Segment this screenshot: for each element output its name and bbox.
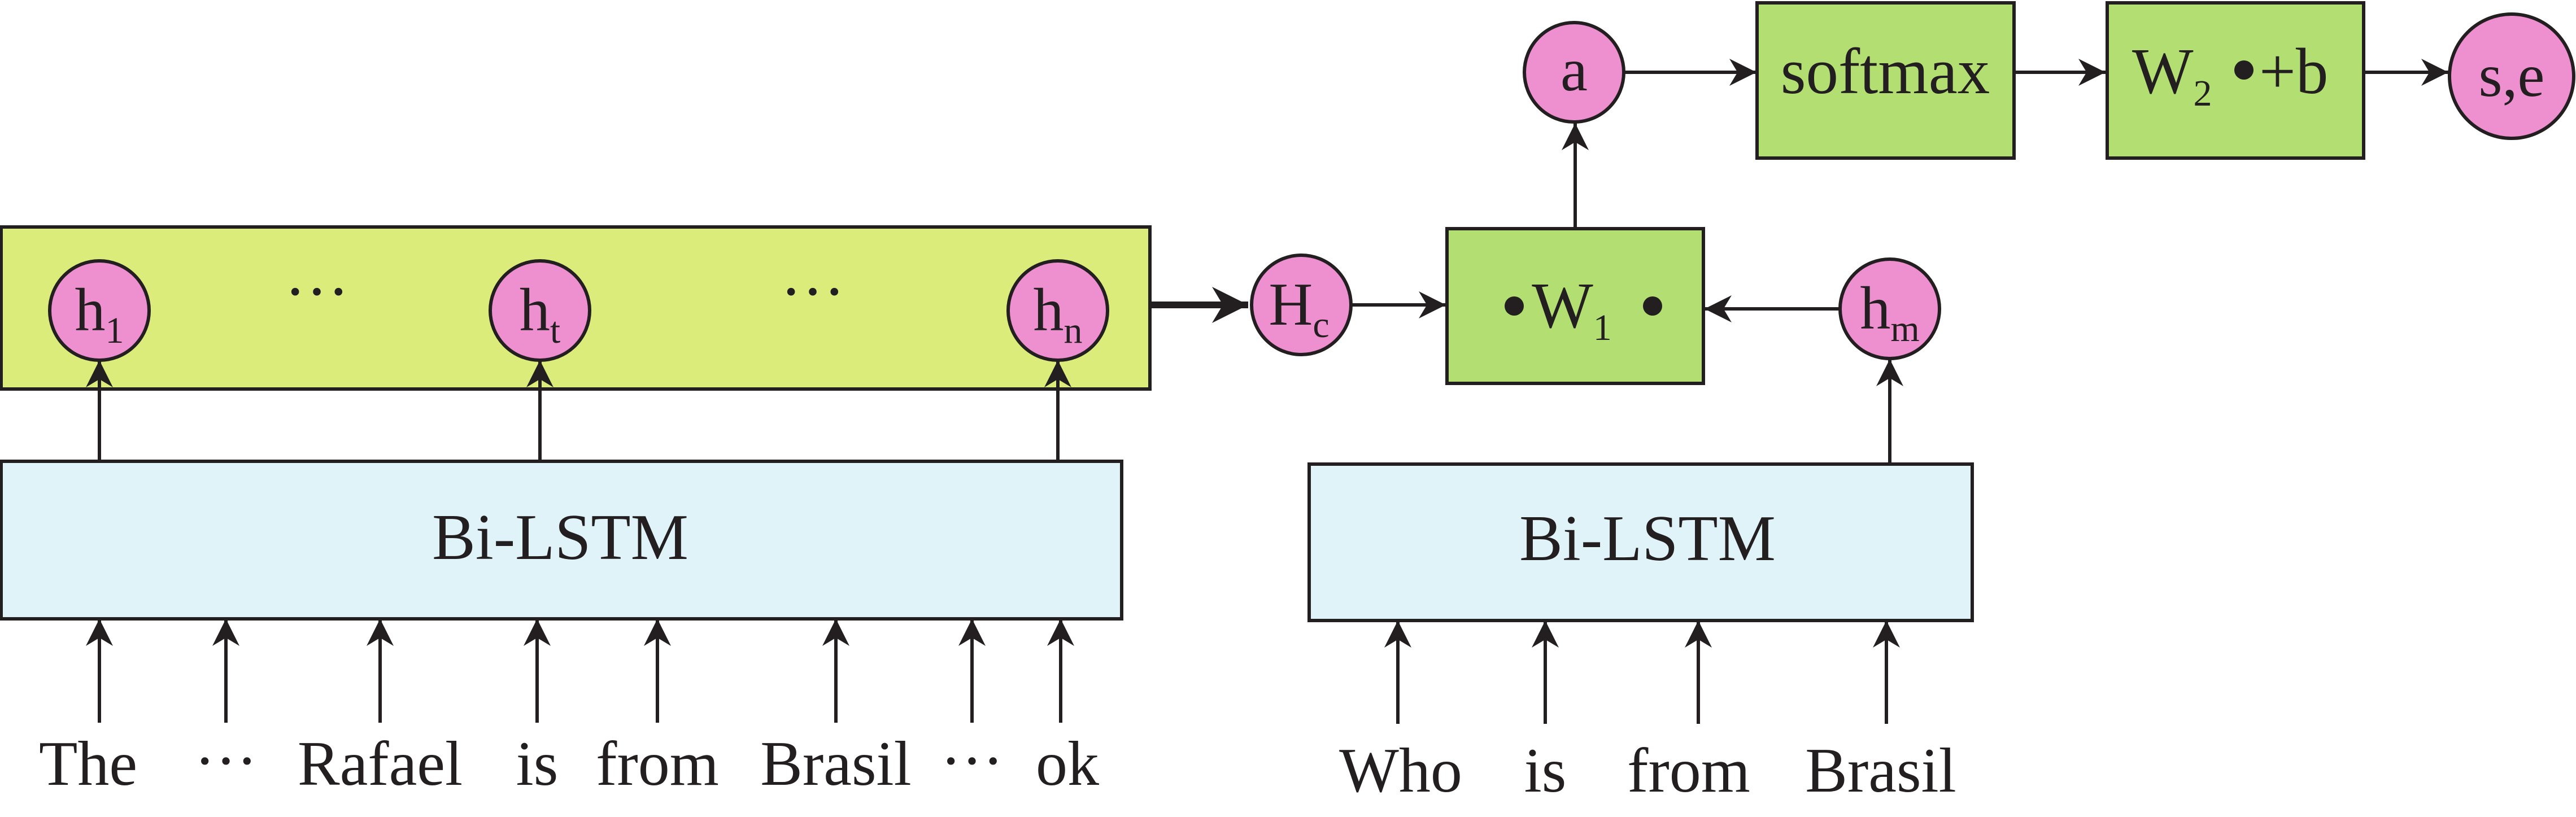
output-layer-label: W2 +b [2132, 36, 2328, 114]
output-node-se: s,e [2448, 12, 2575, 140]
svg-text:hn: hn [1034, 277, 1083, 351]
question-token: from [1627, 736, 1750, 806]
context-state-h1: h1 [48, 259, 151, 362]
bilinear-w1-label: W1 [1505, 270, 1662, 348]
svg-text:W1: W1 [1532, 270, 1612, 348]
context-bilstm-label: Bi-LSTM [432, 501, 688, 573]
context-token: is [516, 729, 559, 799]
context-ellipsis-2: ··· [781, 256, 845, 327]
context-token: ··· [194, 726, 258, 796]
context-token: from [596, 729, 719, 799]
context-token-arrows [86, 619, 1074, 723]
context-vector-hc: Hc [1250, 254, 1353, 356]
question-state-hm: hm [1838, 257, 1941, 360]
context-token: The [39, 729, 137, 799]
svg-text:W2: W2 [2132, 36, 2212, 114]
attention-node-a: a [1523, 21, 1625, 124]
question-token: is [1524, 736, 1567, 806]
context-bilstm-box [0, 460, 1123, 621]
svg-text:a: a [1561, 37, 1588, 104]
context-ellipsis-1: ··· [285, 256, 350, 327]
question-token: Who [1339, 736, 1462, 806]
softmax-box [1755, 1, 2016, 160]
output-layer-box [2106, 1, 2365, 160]
question-bilstm-box [1307, 462, 1974, 622]
context-token: Brasil [760, 729, 912, 799]
context-token: ··· [940, 726, 1004, 796]
question-tokens: Who is from Brasil [1339, 736, 1956, 806]
context-token: Rafael [298, 729, 463, 799]
svg-text:h1: h1 [75, 277, 124, 351]
context-state-hn: hn [1006, 259, 1109, 362]
context-token: ok [1036, 729, 1099, 799]
question-token: Brasil [1805, 736, 1956, 806]
svg-text:+b: +b [2259, 36, 2328, 107]
question-token-arrows [1384, 621, 1900, 724]
svg-text:ht: ht [520, 277, 560, 351]
svg-text:Hc: Hc [1269, 271, 1329, 346]
softmax-label: softmax [1781, 36, 1990, 107]
context-encoder-to-states-arrows [86, 360, 1071, 461]
question-bilstm-label: Bi-LSTM [1519, 503, 1776, 574]
svg-text:hm: hm [1860, 275, 1919, 349]
svg-text:s,e: s,e [2479, 42, 2545, 110]
context-state-ht: ht [489, 259, 591, 362]
context-tokens: The ··· Rafael is from Brasil ··· ok [39, 726, 1099, 799]
